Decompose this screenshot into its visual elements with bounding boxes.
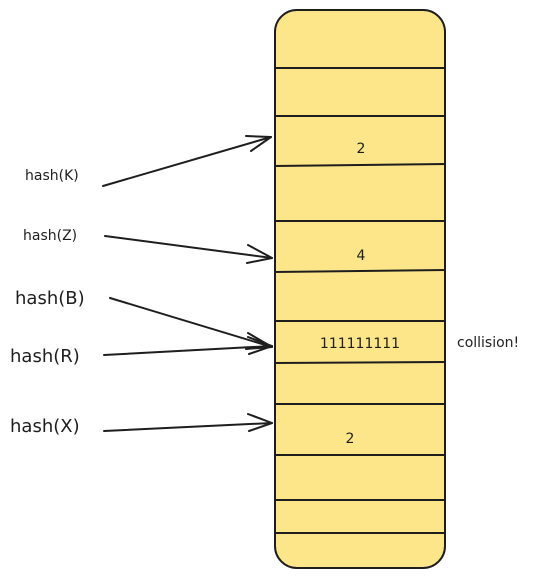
divider [273,163,447,167]
arrow-x [103,413,273,432]
key-label-b: hash(B) [15,288,85,309]
bucket-value: 111111111 [320,336,400,352]
key-label-k: hash(K) [25,168,79,184]
arrow-k [102,135,272,187]
bucket-value: 4 [357,248,366,264]
collision-annotation: collision! [457,335,519,351]
key-label-x: hash(X) [10,416,80,437]
bucket-value: 2 [346,431,355,447]
hash-arrows [102,135,273,432]
hash-table [274,9,446,569]
bucket-value: 2 [357,141,366,157]
bucket-dividers [273,67,447,534]
arrow-r [103,336,273,356]
arrow-z [104,235,273,264]
key-label-r: hash(R) [10,346,80,367]
bucket-values: 2 4 111111111 2 [320,141,400,447]
divider [273,361,447,364]
key-label-z: hash(Z) [23,228,77,244]
arrow-b [109,297,273,350]
divider [273,269,447,273]
